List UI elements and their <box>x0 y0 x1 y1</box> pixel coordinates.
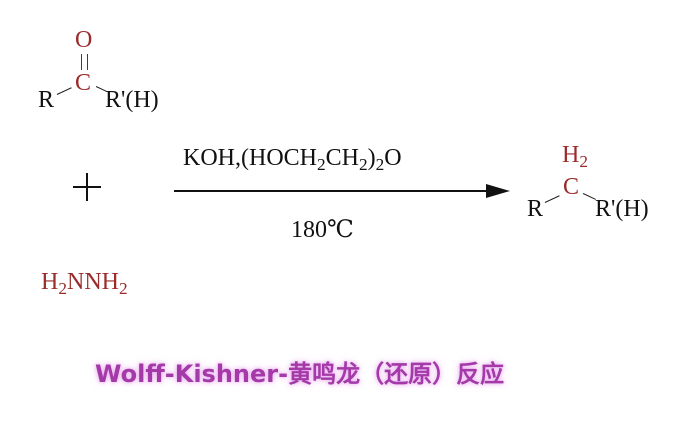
oxygen-atom: O <box>75 27 93 53</box>
carbonyl-carbon: C <box>75 70 92 96</box>
product-r-group-left: R <box>527 196 544 222</box>
arrow-shaft <box>174 190 492 192</box>
reaction-name-caption: Wolff-Kishner-黄鸣龙（还原）反应 <box>95 360 505 388</box>
product-r-group-right: R'(H) <box>595 196 649 222</box>
r-group-left: R <box>38 87 55 113</box>
r-group-right: R'(H) <box>105 87 159 113</box>
double-bond-right <box>87 54 89 70</box>
product-bond-c-r2 <box>582 193 596 201</box>
double-bond-left <box>81 54 83 70</box>
bond-r-c <box>56 87 72 96</box>
product-carbon: C <box>563 174 580 200</box>
arrow-head <box>486 184 510 198</box>
hydrazine-formula: H2NNH2 <box>41 269 128 298</box>
product-hydrogens: H2 <box>562 142 588 171</box>
conditions-above: KOH,(HOCH2CH2)2O <box>183 145 402 174</box>
product-bond-r-c <box>544 195 560 204</box>
conditions-below: 180℃ <box>291 217 354 243</box>
